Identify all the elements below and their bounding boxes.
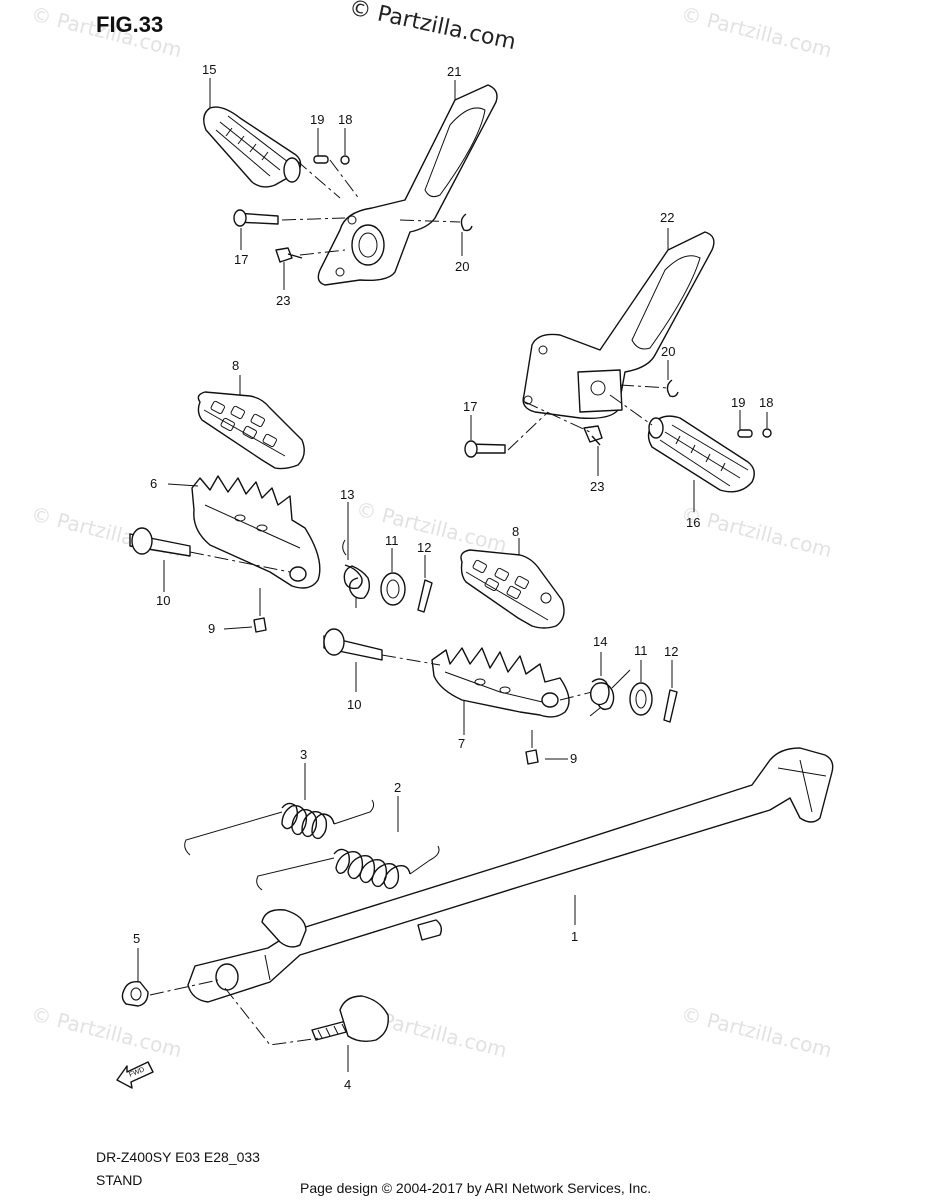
callout-9: 9 (208, 621, 215, 636)
forward-arrow-icon (116, 1061, 154, 1089)
footrest-rubber-8 (460, 549, 565, 629)
pin-19 (313, 155, 329, 164)
watermark: © Partzilla.com (29, 502, 185, 563)
callout-18: 18 (338, 112, 352, 127)
watermark: © Partzilla.com (679, 502, 835, 563)
callout-10: 10 (156, 593, 170, 608)
washer-11 (380, 572, 406, 606)
watermark: © Partzilla.com (354, 497, 510, 558)
bolt-23 (275, 247, 303, 263)
brand-mark: © Partzilla.com (347, 0, 518, 55)
figure-title: FIG.33 (96, 12, 163, 37)
clip-18 (762, 428, 772, 438)
callout-11: 11 (385, 533, 399, 548)
washer-11 (629, 682, 653, 716)
section-name: STAND (96, 1172, 142, 1188)
bolt-23 (583, 425, 603, 446)
callout-6: 6 (150, 476, 157, 491)
footrest-6-hardware (342, 502, 433, 613)
callout-4: 4 (344, 1077, 351, 1092)
callout-20: 20 (661, 344, 675, 359)
footrest-rubber-8 (197, 391, 305, 470)
side-stand-1 (187, 747, 834, 1003)
footrest-7-assembly (323, 538, 601, 765)
callout-22: 22 (660, 210, 674, 225)
callout-21: 21 (447, 64, 461, 79)
spring-13 (343, 564, 371, 600)
circlip-20 (460, 213, 473, 232)
side-stand-assembly: FWD (116, 747, 834, 1089)
callout-9: 9 (570, 751, 577, 766)
callout-11: 11 (634, 643, 648, 658)
circlip-20 (666, 379, 679, 398)
bolt-9 (253, 617, 267, 633)
callout-12: 12 (664, 644, 678, 659)
pin-19 (737, 429, 753, 438)
callout-8: 8 (232, 358, 239, 373)
model-code: DR-Z400SY E03 E28_033 (96, 1149, 260, 1165)
callout-12: 12 (417, 540, 431, 555)
callout-15: 15 (202, 62, 216, 77)
page-credit: Page design © 2004-2017 by ARI Network S… (300, 1180, 651, 1196)
cotter-pin-12 (663, 689, 678, 723)
callout-14: 14 (593, 634, 607, 649)
callout-19: 19 (731, 395, 745, 410)
callout-5: 5 (133, 931, 140, 946)
callout-1: 1 (571, 929, 578, 944)
callout-16: 16 (686, 515, 700, 530)
callout-7: 7 (458, 736, 465, 751)
callout-17: 17 (463, 399, 477, 414)
spring-14 (589, 678, 615, 711)
callout-19: 19 (310, 112, 324, 127)
callout-3: 3 (300, 747, 307, 762)
callout-8: 8 (512, 524, 519, 539)
spring-3 (281, 802, 335, 840)
clip-18 (340, 155, 350, 165)
callout-labels: 15 21 19 18 17 20 23 22 20 8 19 18 17 23… (133, 62, 773, 1092)
callout-2: 2 (394, 780, 401, 795)
watermark: © Partzilla.com (29, 1002, 185, 1063)
callout-23: 23 (590, 479, 604, 494)
left-footrest-assembly (203, 78, 498, 290)
cotter-pin-12 (417, 579, 433, 613)
callout-13: 13 (340, 487, 354, 502)
nut-5 (121, 980, 149, 1007)
callout-18: 18 (759, 395, 773, 410)
callout-17: 17 (234, 252, 248, 267)
footrest-7-hardware (589, 652, 678, 723)
bolt-9 (525, 749, 539, 765)
spring-2 (333, 848, 411, 890)
footrest-bracket-22 (522, 231, 715, 420)
watermark: © Partzilla.com (679, 1002, 835, 1063)
right-footrest-assembly (464, 228, 772, 512)
watermark: © Partzilla.com (679, 2, 835, 63)
callout-20: 20 (455, 259, 469, 274)
footrest-6-assembly (129, 375, 321, 633)
callout-10: 10 (347, 697, 361, 712)
footrest-6 (191, 475, 321, 589)
footrest-7 (431, 647, 570, 718)
callout-23: 23 (276, 293, 290, 308)
